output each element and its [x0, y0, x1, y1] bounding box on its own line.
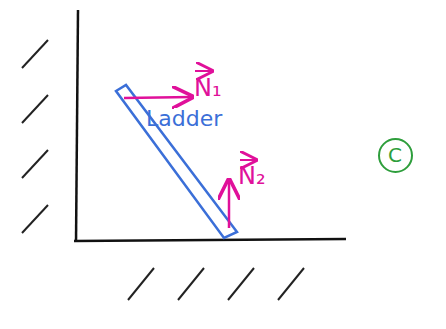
floor — [74, 239, 346, 241]
force-arrow — [228, 180, 231, 228]
hatch-stroke — [228, 268, 254, 300]
hatch-stroke — [22, 40, 48, 68]
force-label: N₂ — [238, 164, 266, 188]
hatch-stroke — [22, 95, 48, 123]
vector-sign — [240, 159, 256, 161]
part-name: Ladder — [146, 108, 222, 130]
force-arrow — [124, 97, 192, 98]
hatch-stroke — [128, 268, 154, 300]
ladder — [116, 85, 237, 238]
hatch-stroke — [22, 150, 48, 178]
letter: C — [388, 145, 402, 165]
vector-sign — [195, 70, 212, 72]
hatch-stroke — [278, 268, 304, 300]
force-label: N₁ — [194, 76, 222, 100]
hatch-stroke — [22, 205, 48, 233]
hatching — [22, 40, 304, 300]
hatch-stroke — [178, 268, 204, 300]
wall — [76, 10, 78, 242]
circled-letter: C — [378, 138, 413, 173]
